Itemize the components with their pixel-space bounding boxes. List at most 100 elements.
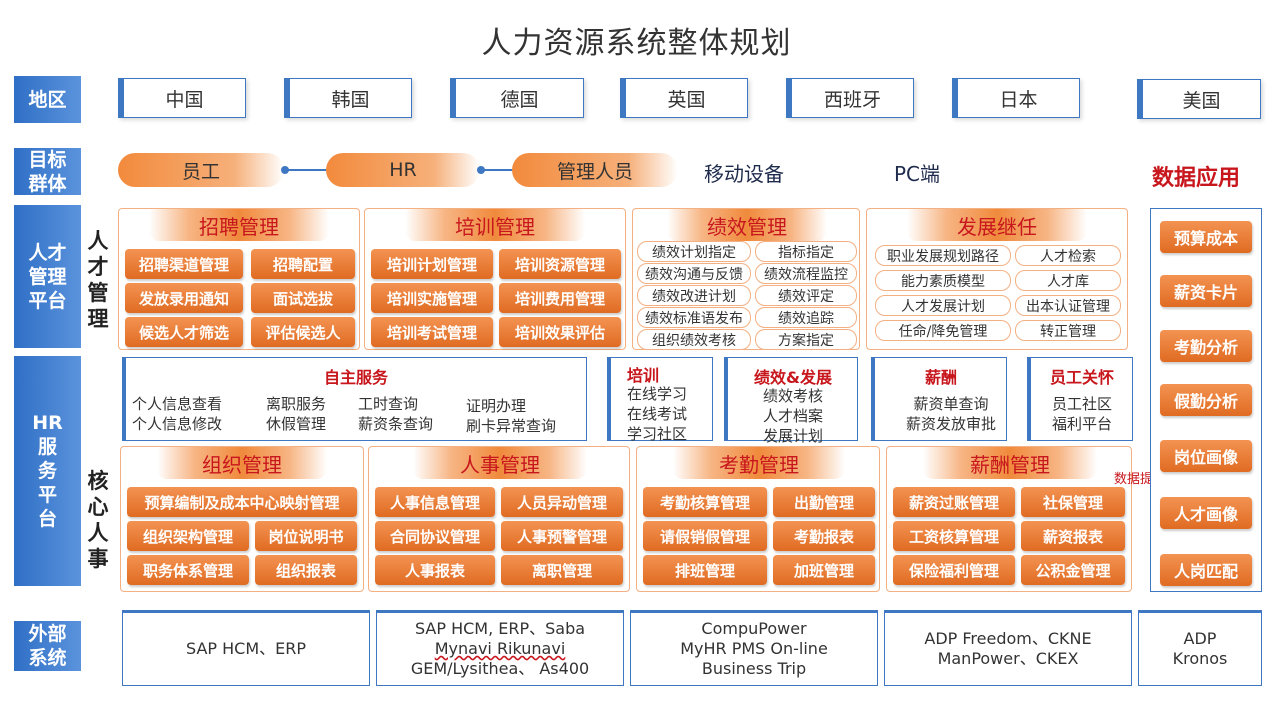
service-item[interactable]: 人才档案	[762, 407, 823, 425]
development-item[interactable]: 能力素质模型	[875, 270, 1011, 291]
data-app-item[interactable]: 人才画像	[1160, 497, 1252, 529]
attendance-item[interactable]: 考勤报表	[773, 521, 875, 551]
training-item[interactable]: 培训效果评估	[499, 317, 621, 347]
training-item[interactable]: 培训资源管理	[499, 249, 621, 279]
salary-item[interactable]: 保险福利管理	[893, 555, 1015, 585]
org-item[interactable]: 组织报表	[255, 555, 357, 585]
region-korea[interactable]: 韩国	[284, 78, 412, 118]
self-service-item[interactable]: 证明办理	[466, 397, 527, 415]
attendance-item[interactable]: 出勤管理	[773, 487, 875, 517]
self-service-item[interactable]: 个人信息修改	[132, 415, 223, 433]
service-item[interactable]: 在线学习	[627, 385, 688, 403]
performance-card: 绩效管理 绩效计划指定 指标指定 绩效沟通与反馈 绩效流程监控 绩效改进计划 绩…	[632, 208, 860, 350]
data-app-item[interactable]: 人岗匹配	[1160, 554, 1252, 586]
service-item[interactable]: 福利平台	[1051, 415, 1112, 433]
performance-item[interactable]: 指标指定	[755, 241, 857, 262]
performance-item[interactable]: 绩效沟通与反馈	[637, 263, 751, 284]
data-app-item[interactable]: 薪资卡片	[1160, 275, 1252, 307]
data-app-item[interactable]: 岗位画像	[1160, 440, 1252, 472]
self-service-item[interactable]: 工时查询	[358, 395, 419, 413]
connector-line	[285, 169, 327, 171]
personnel-item[interactable]: 人员异动管理	[501, 487, 623, 517]
recruit-item[interactable]: 候选人才筛选	[125, 317, 243, 347]
development-item[interactable]: 出本认证管理	[1015, 295, 1121, 316]
data-app-panel: 预算成本 薪资卡片 考勤分析 假勤分析 岗位画像 人才画像 人岗匹配	[1150, 208, 1262, 592]
service-performance-title: 绩效&发展	[754, 368, 832, 387]
performance-item[interactable]: 绩效改进计划	[637, 285, 751, 306]
personnel-item[interactable]: 人事报表	[375, 555, 495, 585]
row-label-region: 地区	[14, 76, 81, 123]
recruit-item[interactable]: 招聘配置	[251, 249, 355, 279]
org-item[interactable]: 职务体系管理	[127, 555, 249, 585]
personnel-item[interactable]: 离职管理	[501, 555, 623, 585]
service-item[interactable]: 在线考试	[627, 405, 688, 423]
recruit-title: 招聘管理	[149, 209, 329, 241]
training-item[interactable]: 培训费用管理	[499, 283, 621, 313]
salary-item[interactable]: 公积金管理	[1021, 555, 1125, 585]
recruit-item[interactable]: 招聘渠道管理	[125, 249, 243, 279]
self-service-item[interactable]: 刷卡异常查询	[466, 417, 557, 435]
self-service-item[interactable]: 离职服务	[266, 395, 327, 413]
development-item[interactable]: 人才库	[1015, 270, 1121, 291]
attendance-item[interactable]: 请假销假管理	[643, 521, 767, 551]
salary-item[interactable]: 薪资过账管理	[893, 487, 1015, 517]
data-app-item[interactable]: 预算成本	[1160, 221, 1252, 253]
data-app-item[interactable]: 假勤分析	[1160, 384, 1252, 416]
development-item[interactable]: 任命/降免管理	[875, 320, 1011, 341]
target-hr-pill[interactable]: HR	[326, 153, 480, 187]
service-training-title: 培训	[627, 366, 660, 385]
recruit-item[interactable]: 发放录用通知	[125, 283, 243, 313]
attendance-item[interactable]: 排班管理	[643, 555, 767, 585]
training-item[interactable]: 培训计划管理	[371, 249, 493, 279]
service-item[interactable]: 绩效考核	[762, 387, 823, 405]
attendance-item[interactable]: 考勤核算管理	[643, 487, 767, 517]
performance-item[interactable]: 绩效标准语发布	[637, 307, 751, 328]
performance-item[interactable]: 绩效计划指定	[637, 241, 751, 262]
service-item[interactable]: 薪资单查询	[913, 395, 989, 413]
region-japan[interactable]: 日本	[952, 78, 1080, 118]
region-china[interactable]: 中国	[118, 78, 246, 118]
salary-item[interactable]: 社保管理	[1021, 487, 1125, 517]
data-app-item[interactable]: 考勤分析	[1160, 330, 1252, 362]
performance-item[interactable]: 绩效流程监控	[755, 263, 857, 284]
org-item[interactable]: 组织架构管理	[127, 521, 249, 551]
region-usa[interactable]: 美国	[1137, 79, 1261, 119]
region-germany[interactable]: 德国	[450, 78, 584, 118]
training-item[interactable]: 培训考试管理	[371, 317, 493, 347]
training-item[interactable]: 培训实施管理	[371, 283, 493, 313]
development-item[interactable]: 人才检索	[1015, 245, 1121, 266]
self-service-item[interactable]: 薪资条查询	[358, 415, 434, 433]
salary-item[interactable]: 薪资报表	[1021, 521, 1125, 551]
region-uk[interactable]: 英国	[620, 78, 748, 118]
service-item[interactable]: 薪资发放审批	[905, 415, 996, 433]
attendance-item[interactable]: 加班管理	[773, 555, 875, 585]
self-service-item[interactable]: 个人信息查看	[132, 395, 223, 413]
target-manager-pill[interactable]: 管理人员	[512, 153, 678, 187]
org-item[interactable]: 岗位说明书	[255, 521, 357, 551]
performance-item[interactable]: 组织绩效考核	[637, 329, 751, 350]
service-item[interactable]: 员工社区	[1051, 395, 1112, 413]
service-item[interactable]: 发展计划	[762, 427, 823, 445]
performance-item[interactable]: 绩效追踪	[755, 307, 857, 328]
region-spain[interactable]: 西班牙	[786, 78, 914, 118]
personnel-item[interactable]: 人事信息管理	[375, 487, 495, 517]
salary-item[interactable]: 工资核算管理	[893, 521, 1015, 551]
external-system-text: ADP Freedom、CKNE	[924, 629, 1092, 648]
service-item[interactable]: 学习社区	[627, 425, 688, 443]
recruit-item[interactable]: 评估候选人	[251, 317, 355, 347]
development-item[interactable]: 人才发展计划	[875, 295, 1011, 316]
target-mobile: 移动设备	[704, 162, 784, 186]
target-employee-pill[interactable]: 员工	[118, 153, 284, 187]
personnel-card: 人事管理 人事信息管理 人员异动管理 合同协议管理 人事预警管理 人事报表 离职…	[368, 446, 630, 592]
development-card: 发展继任 职业发展规划路径 人才检索 能力素质模型 人才库 人才发展计划 出本认…	[866, 208, 1128, 350]
performance-item[interactable]: 绩效评定	[755, 285, 857, 306]
development-item[interactable]: 转正管理	[1015, 320, 1121, 341]
personnel-item[interactable]: 人事预警管理	[501, 521, 623, 551]
org-item[interactable]: 预算编制及成本中心映射管理	[127, 487, 357, 517]
personnel-item[interactable]: 合同协议管理	[375, 521, 495, 551]
recruit-item[interactable]: 面试选拔	[251, 283, 355, 313]
performance-item[interactable]: 方案指定	[755, 329, 857, 350]
development-item[interactable]: 职业发展规划路径	[875, 245, 1011, 266]
self-service-panel: 自主服务 个人信息查看 个人信息修改 离职服务 休假管理 工时查询 薪资条查询 …	[122, 357, 587, 441]
self-service-item[interactable]: 休假管理	[266, 415, 327, 433]
